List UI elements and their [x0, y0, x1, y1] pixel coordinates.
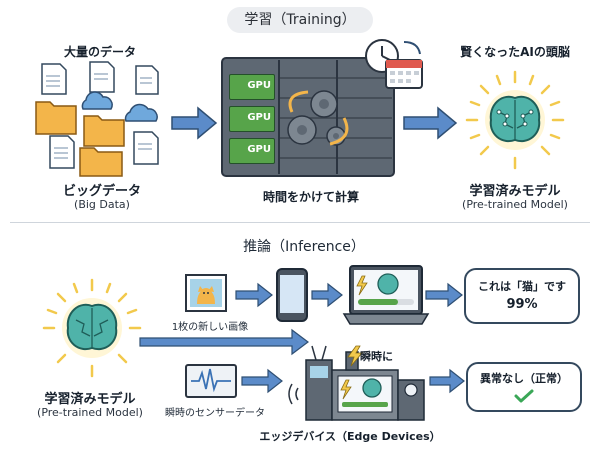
- arrow-right-icon: [241, 368, 283, 394]
- instant-label: 瞬時に: [360, 350, 393, 363]
- inference-model-label-en: (Pre-trained Model): [37, 406, 143, 419]
- big-data-cluster-icon: [35, 61, 159, 177]
- big-data-heading: 大量のデータ: [63, 45, 136, 59]
- compute-caption: 時間をかけて計算: [262, 190, 359, 204]
- arrow-right-icon: [235, 282, 273, 308]
- arrow-right-icon: [425, 282, 463, 308]
- laptop-icon: [342, 265, 430, 325]
- result-bubble-cat: これは「猫」です 99%: [464, 268, 580, 324]
- big-data-label: ビッグデータ: [62, 184, 141, 199]
- waveform-monitor-icon: [185, 364, 237, 398]
- folder-icon: [35, 101, 125, 177]
- sensor-input-label: 瞬時のセンサーデータ: [165, 408, 265, 419]
- big-data-label-en: (Big Data): [74, 198, 130, 211]
- inference-title: 推論（Inference）: [243, 239, 365, 255]
- arrow-right-icon: [403, 106, 458, 140]
- gpu-card-label: GPU: [247, 80, 271, 91]
- training-title: 学習（Training）: [227, 7, 373, 33]
- arrow-right-icon: [429, 368, 465, 394]
- result-normal-text: 異常なし（正常）: [480, 372, 568, 385]
- smartphone-icon: [276, 268, 308, 322]
- gpu-card: GPU: [229, 74, 275, 100]
- trained-model-label: 学習済みモデル: [469, 184, 561, 199]
- gears-icon: [287, 90, 349, 146]
- edge-device-icon: [288, 345, 425, 421]
- arrow-model-to-laptop: [139, 328, 309, 356]
- cat-photo-icon: [185, 274, 227, 312]
- glowing-brain-icon: [42, 278, 142, 378]
- arrow-right-icon: [171, 106, 218, 140]
- result-cat-confidence: 99%: [506, 297, 538, 312]
- result-cat-text: これは「猫」です: [478, 280, 566, 293]
- glowing-brain-icon: [465, 70, 565, 170]
- gpu-card: GPU: [229, 138, 275, 164]
- gpu-card-label: GPU: [247, 144, 271, 155]
- arrow-right-icon: [311, 282, 343, 308]
- inference-model-label: 学習済みモデル: [44, 392, 136, 407]
- clock-calendar-icon: [365, 39, 423, 89]
- cloud-icon: [81, 91, 158, 122]
- section-divider: [10, 222, 590, 223]
- lightning-icon: [347, 345, 363, 367]
- result-bubble-normal: 異常なし（正常）: [466, 362, 582, 412]
- trained-model-label-en: (Pre-trained Model): [462, 198, 568, 211]
- gpu-card: GPU: [229, 106, 275, 132]
- edge-devices-label: エッジデバイス（Edge Devices）: [259, 430, 441, 443]
- checkmark-icon: [514, 389, 534, 403]
- image-input-label: 1枚の新しい画像: [171, 322, 249, 333]
- smart-brain-heading: 賢くなったAIの頭脳: [460, 45, 570, 59]
- gpu-card-label: GPU: [247, 112, 271, 123]
